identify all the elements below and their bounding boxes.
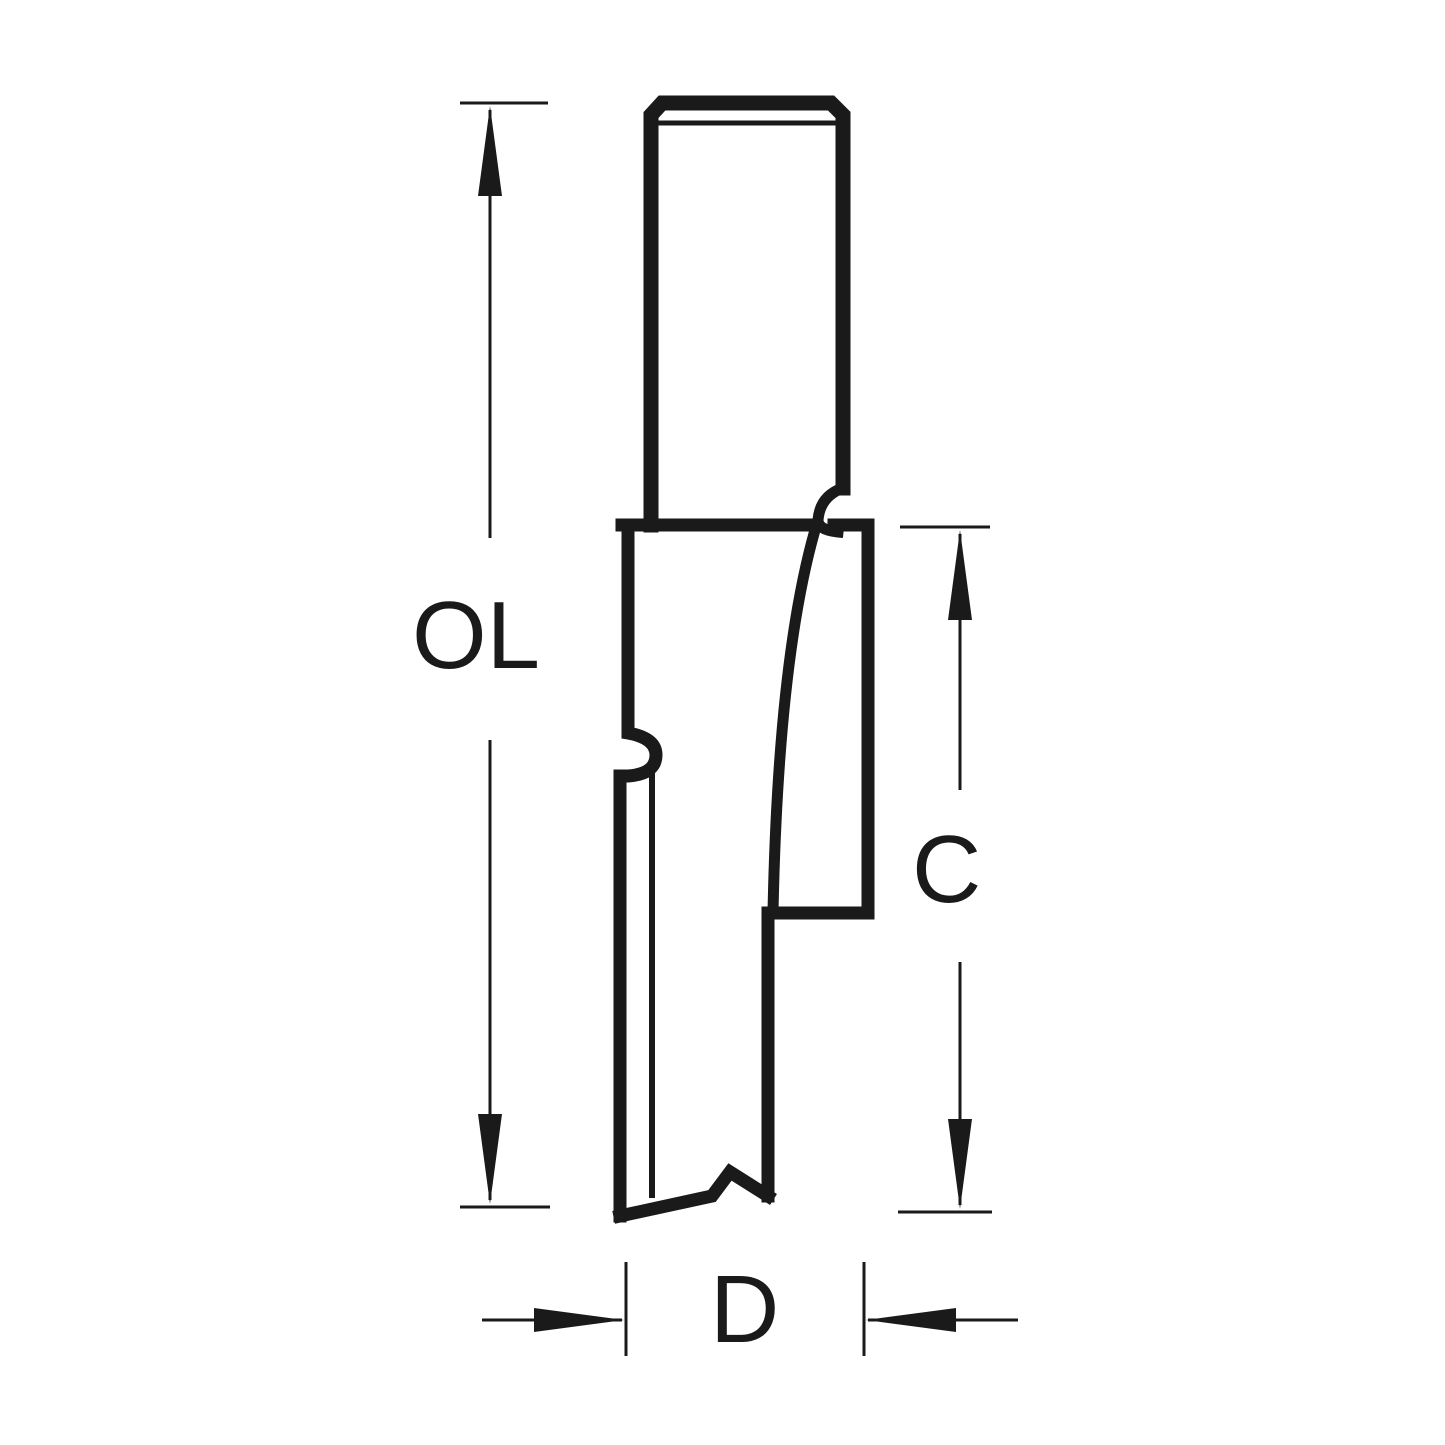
label-overall-length: OL bbox=[412, 582, 541, 689]
dimension-c bbox=[898, 525, 992, 1214]
shank bbox=[643, 95, 851, 533]
label-diameter: D bbox=[710, 1256, 780, 1363]
dimension-ol bbox=[460, 101, 550, 1209]
arrow-up-icon bbox=[948, 530, 972, 620]
flute-curve bbox=[767, 480, 851, 919]
body-left-edge bbox=[613, 518, 663, 1223]
arrow-left-icon bbox=[866, 1308, 956, 1332]
cutting-tip bbox=[612, 1163, 777, 1224]
body-right-edge bbox=[761, 518, 875, 1203]
dimension-d bbox=[482, 1262, 1018, 1356]
router-bit bbox=[612, 95, 875, 1224]
label-cutting-length: C bbox=[912, 816, 982, 923]
arrow-down-icon bbox=[478, 1114, 502, 1204]
arrow-up-icon bbox=[478, 106, 502, 196]
arrow-down-icon bbox=[948, 1119, 972, 1209]
arrow-right-icon bbox=[534, 1308, 624, 1332]
